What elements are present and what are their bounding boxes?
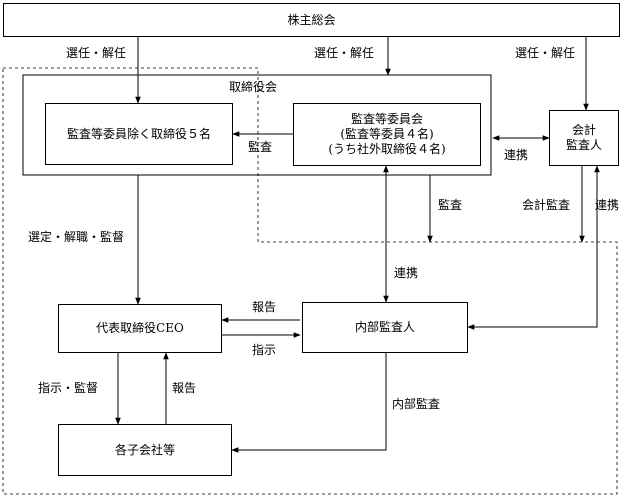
internal-audit-sub-label: 内部監査 [392,397,441,411]
subsidiaries-label: 各子会社等 [114,442,175,457]
collab-internal-label: 連携 [394,266,419,280]
shareholders-label: 株主総会 [287,12,336,27]
ceo-box: 代表取締役CEO [58,304,222,353]
directors-label: 監査等委員除く取締役５名 [66,126,211,141]
report-ceo-label: 報告 [252,300,277,314]
audit-down-label: 監査 [438,198,463,212]
accounting-auditor-line2: 監査人 [565,138,602,152]
audit-scope-boundary [2,67,618,495]
accounting-auditor-line1: 会計 [571,123,596,137]
subsidiaries-box: 各子会社等 [58,424,232,476]
report-sub-label: 報告 [172,381,197,395]
board-label: 取締役会 [229,80,278,94]
elect-label-3: 選任・解任 [515,46,576,60]
directors-box: 監査等委員除く取締役５名 [45,103,233,165]
instruct-internal-label: 指示 [252,343,277,357]
audit-committee-line3: (うち社外取締役４名) [328,142,446,156]
collab-accounting-label: 連携 [504,148,529,162]
internal-audit-box: 内部監査人 [302,302,468,353]
audit-committee-line2: (監査等委員４名) [340,127,434,141]
audit-committee-box: 監査等委員会 (監査等委員４名) (うち社外取締役４名) [293,103,481,166]
collab-arrow-right [467,165,600,330]
internal-audit-arrow [231,353,387,453]
elect-label-1: 選任・解任 [66,46,127,60]
instruct-supervise-label: 指示・監督 [38,381,99,395]
accounting-auditor-box: 会計 監査人 [549,110,619,166]
audit-committee-line1: 監査等委員会 [350,112,423,126]
audit-directors-label: 監査 [248,140,273,154]
accounting-audit-label: 会計監査 [522,198,571,212]
board-frame [22,74,492,176]
collab-right-label: 連携 [595,198,620,212]
ceo-label: 代表取締役CEO [96,321,184,335]
shareholders-box: 株主総会 [3,3,620,37]
elect-label-2: 選任・解任 [314,46,375,60]
internal-audit-label: 内部監査人 [354,320,415,334]
appoint-label: 選定・解職・監督 [28,230,125,244]
